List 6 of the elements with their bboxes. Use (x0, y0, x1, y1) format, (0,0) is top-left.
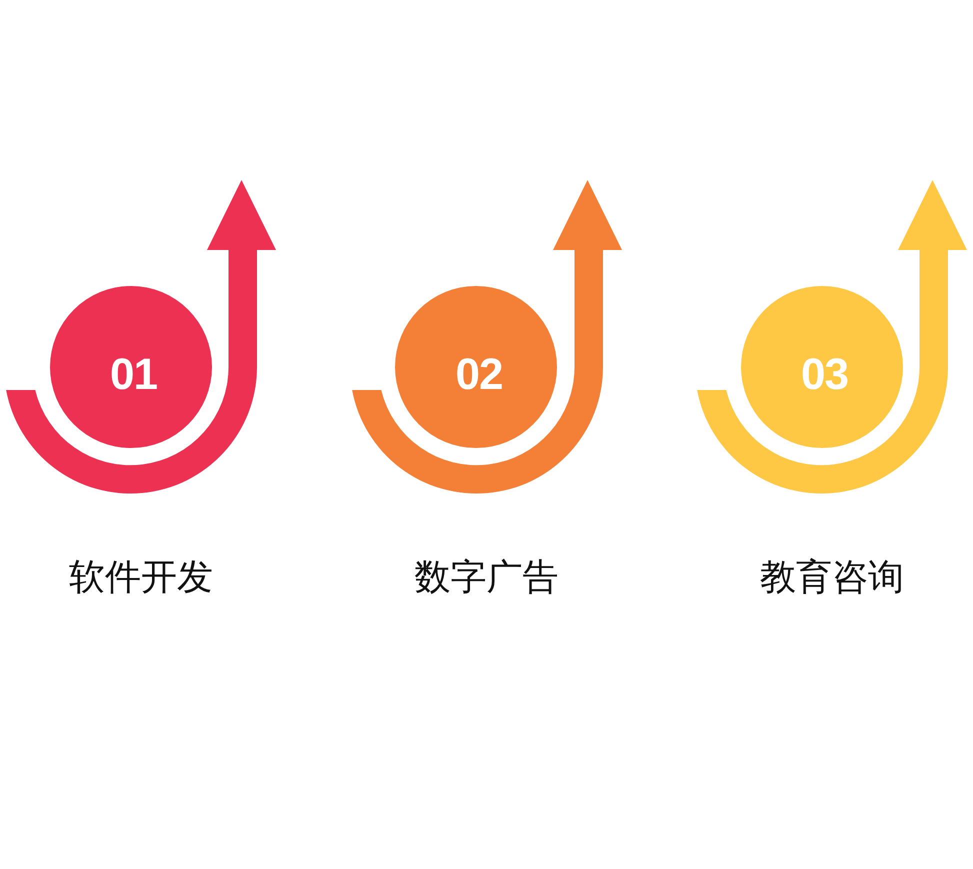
number-circle: 01 (50, 286, 212, 448)
step-label: 软件开发 (69, 558, 213, 598)
number-circle: 02 (395, 286, 557, 448)
step-label: 数字广告 (414, 558, 558, 598)
number-circle: 03 (740, 286, 902, 448)
step-label: 教育咨询 (760, 558, 904, 598)
